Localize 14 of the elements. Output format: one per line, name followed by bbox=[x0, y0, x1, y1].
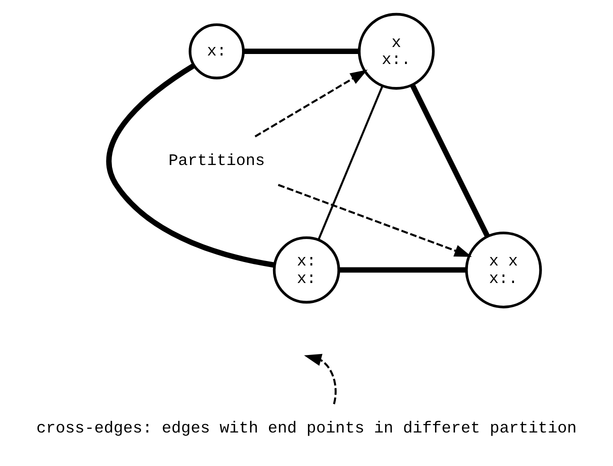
arrow bbox=[278, 183, 472, 256]
node-text: Partitions bbox=[168, 151, 265, 170]
connector bbox=[243, 48, 360, 54]
connector bbox=[410, 83, 490, 238]
node-text: cross-edges: edges with end points in differet partition bbox=[36, 419, 577, 438]
arrow bbox=[304, 353, 337, 404]
node-circle: x x:. bbox=[358, 12, 435, 90]
node-circle: x x x:. bbox=[465, 231, 542, 308]
connector bbox=[338, 266, 466, 272]
arrow bbox=[254, 69, 368, 137]
node-circle: x: bbox=[188, 22, 245, 79]
connector bbox=[318, 85, 384, 240]
node-circle: x: x: bbox=[272, 236, 340, 304]
connector bbox=[106, 62, 275, 268]
